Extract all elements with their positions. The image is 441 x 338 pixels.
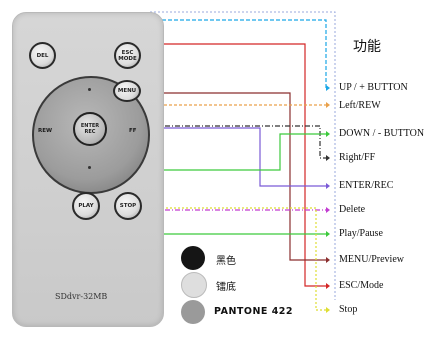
function-label: ESC/Mode (339, 280, 384, 291)
arrowhead (326, 207, 330, 213)
down-arrow-icon (88, 166, 91, 169)
arrowhead (326, 131, 330, 137)
function-label: Delete (339, 204, 366, 215)
wire-stop (127, 207, 326, 311)
menu-button[interactable]: MENU (113, 80, 141, 102)
arrowhead (326, 307, 330, 313)
swatch-label: 镭底 (216, 282, 236, 293)
rew-label: REW (38, 128, 53, 134)
function-label: DOWN / - BUTTON (339, 128, 425, 139)
ff-label: FF (129, 128, 137, 134)
arrowhead (326, 283, 330, 289)
function-label: Play/Pause (339, 228, 383, 239)
color-swatch (181, 272, 207, 298)
enter-rec-button[interactable]: ENTER REC (73, 112, 107, 146)
arrowhead (326, 231, 330, 237)
arrowhead (326, 85, 330, 91)
arrowhead (326, 102, 330, 108)
frame-line-top (150, 11, 336, 300)
wire-menu (143, 92, 326, 261)
esc-mode-button[interactable]: ESC MODE (114, 42, 141, 69)
arrowhead (326, 257, 330, 263)
wire-enter (90, 127, 326, 187)
arrowhead (326, 155, 330, 161)
function-label: MENU/Preview (339, 254, 404, 265)
function-title: 功能 (353, 39, 381, 55)
play-button[interactable]: PLAY (72, 192, 100, 220)
stop-button[interactable]: STOP (114, 192, 142, 220)
function-label: Left/REW (339, 100, 381, 111)
function-label: Stop (339, 304, 358, 315)
function-label: UP / + BUTTON (339, 82, 408, 93)
model-label: SDdvr-32MB (55, 292, 108, 301)
wire-up (87, 19, 327, 88)
swatch-label: 黑色 (216, 256, 236, 267)
arrowhead (326, 183, 330, 189)
wire-esc-mode (142, 43, 326, 287)
swatch-label: PANTONE 422 (214, 306, 294, 317)
color-swatch (181, 300, 205, 324)
function-label: Right/FF (339, 152, 376, 163)
up-arrow-icon (88, 88, 91, 91)
color-swatch (181, 246, 205, 270)
wire-ff (145, 125, 326, 159)
function-label: ENTER/REC (339, 180, 394, 191)
del-button[interactable]: DEL (29, 42, 56, 69)
